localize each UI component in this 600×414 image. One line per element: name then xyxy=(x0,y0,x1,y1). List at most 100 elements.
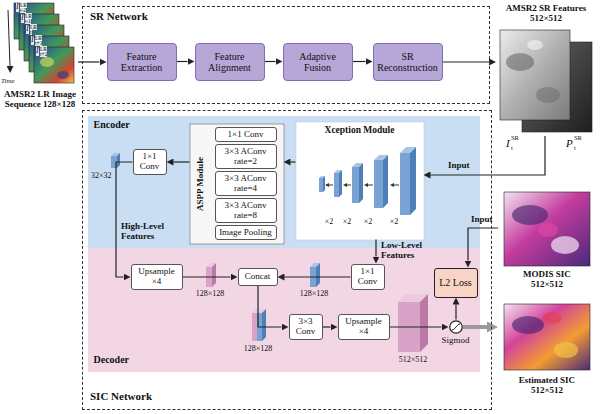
box-label: 1×1 Conv xyxy=(228,130,264,140)
network-frame: SIC Network EncoderXception ModuleASPP Mo… xyxy=(82,110,492,410)
scale-label: ×2 xyxy=(390,218,399,227)
caption: Sigmod xyxy=(441,336,469,346)
process-box: 1×1 Conv xyxy=(133,149,167,175)
box-label: Feature Extraction xyxy=(110,51,174,73)
subscript: t xyxy=(511,144,513,151)
flow-arrow xyxy=(116,162,133,277)
image-texture xyxy=(512,316,544,334)
flow-arrow xyxy=(285,276,351,277)
box-label: 3×3 AConv rate=8 xyxy=(218,201,274,221)
group-title: ASPP Module xyxy=(196,157,206,211)
dimension-label: 128×128 xyxy=(196,290,225,299)
time-arrow xyxy=(8,10,10,66)
edge-label: Input xyxy=(448,161,470,171)
symbol: I xyxy=(36,47,39,56)
sigmoid-node: Sigmod xyxy=(449,320,463,334)
process-box: Upsample ×4 xyxy=(338,314,390,340)
caption: AMSR2 SR Features 512×512 xyxy=(498,3,594,24)
scale-label: ×2 xyxy=(325,218,334,227)
caption: Estimated SIC 512×512 xyxy=(511,375,583,396)
sr-images xyxy=(500,30,592,132)
group-title: Encoder xyxy=(94,119,130,130)
flow-arrow xyxy=(468,228,498,261)
process-box: 3×3 AConv rate=4 xyxy=(215,171,277,197)
feature-block xyxy=(352,167,359,203)
subscript: t+2 xyxy=(40,51,47,57)
dimension-label: 512×512 xyxy=(399,356,428,365)
downsample-arrow xyxy=(368,185,373,186)
network-frame: SR NetworkFeature ExtractionFeature Alig… xyxy=(82,6,490,104)
flow-arrow xyxy=(443,61,490,62)
process-box: Concat xyxy=(238,268,278,286)
image-stack xyxy=(8,3,74,83)
flow-arrow xyxy=(431,136,546,175)
output-arrow xyxy=(463,325,488,329)
feature-block xyxy=(359,163,363,203)
process-box: SR Reconstruction xyxy=(373,43,443,81)
feature-block xyxy=(323,176,325,192)
dimension-label: 128×128 xyxy=(244,345,273,354)
edge-label: Input xyxy=(471,215,493,225)
feature-label: High-Level Features xyxy=(121,222,171,242)
flow-arrow xyxy=(174,161,190,162)
feature-block xyxy=(420,294,428,352)
symbol: I xyxy=(31,36,34,45)
image-stack: AMSR2 LR Image Sequence 128×128 xyxy=(2,2,78,120)
dimension-label: 128×128 xyxy=(300,290,329,299)
image-texture xyxy=(542,312,562,324)
process-box: Feature Extraction xyxy=(107,43,177,81)
feature-images: AMSR2 SR Features 512×512 xyxy=(496,2,596,136)
group-title: SR Network xyxy=(90,10,148,22)
feature-blocks xyxy=(111,153,428,352)
group-title: Xception Module xyxy=(296,125,424,135)
process-box: Upsample ×4 xyxy=(131,264,183,290)
process-box: 3×3 AConv rate=8 xyxy=(215,198,277,224)
caption: MODIS SIC 512×512 xyxy=(511,269,583,290)
flow-arrow xyxy=(177,61,188,62)
axis-label: Time xyxy=(1,78,15,86)
sic-image xyxy=(504,192,590,266)
process-box: Image Pooling xyxy=(215,225,277,241)
superscript: SR xyxy=(511,134,519,141)
box-label: 3×3 AConv rate=4 xyxy=(218,174,274,194)
flow-arrow xyxy=(183,276,231,277)
symbol: I xyxy=(506,137,510,149)
feature-block xyxy=(212,263,216,287)
symbol: I xyxy=(21,14,24,23)
flow-arrow xyxy=(375,240,376,257)
feature-block xyxy=(252,313,257,341)
sigmoid-symbol xyxy=(449,320,463,334)
box-label: 1×1 Conv xyxy=(136,152,164,172)
dimension-label: 32×32 xyxy=(91,172,112,181)
scale-label: ×2 xyxy=(343,218,352,227)
feature-block xyxy=(410,147,416,215)
downsample-arrow xyxy=(394,185,399,186)
symbol: I xyxy=(26,25,29,34)
sigmoid-outline xyxy=(449,320,461,332)
image-texture xyxy=(551,236,579,254)
superscript: SR xyxy=(574,134,582,141)
image-texture xyxy=(538,223,558,237)
feature-block xyxy=(334,173,339,197)
downsample-arrow xyxy=(329,185,333,186)
image-texture xyxy=(512,205,548,225)
subscript: t xyxy=(30,29,32,35)
image-texture xyxy=(536,87,560,103)
image-frame xyxy=(34,47,74,83)
box-label: Adaptive Fusion xyxy=(286,51,350,73)
flow-arrow xyxy=(390,326,442,327)
process-box: Adaptive Fusion xyxy=(283,43,353,81)
encoder-band xyxy=(88,116,480,248)
flow-arrow xyxy=(291,161,296,162)
box-label: Upsample ×4 xyxy=(341,317,387,337)
feature-block xyxy=(383,155,388,208)
image-texture xyxy=(506,53,534,71)
box-label: 1×1 Conv xyxy=(354,267,382,287)
feature-block xyxy=(374,160,383,208)
feature-image xyxy=(500,30,570,120)
decoder-band xyxy=(88,248,480,372)
sic-image xyxy=(504,304,590,370)
group-title: SIC Network xyxy=(90,390,152,402)
image-texture xyxy=(527,40,543,50)
feature-block xyxy=(262,309,266,341)
